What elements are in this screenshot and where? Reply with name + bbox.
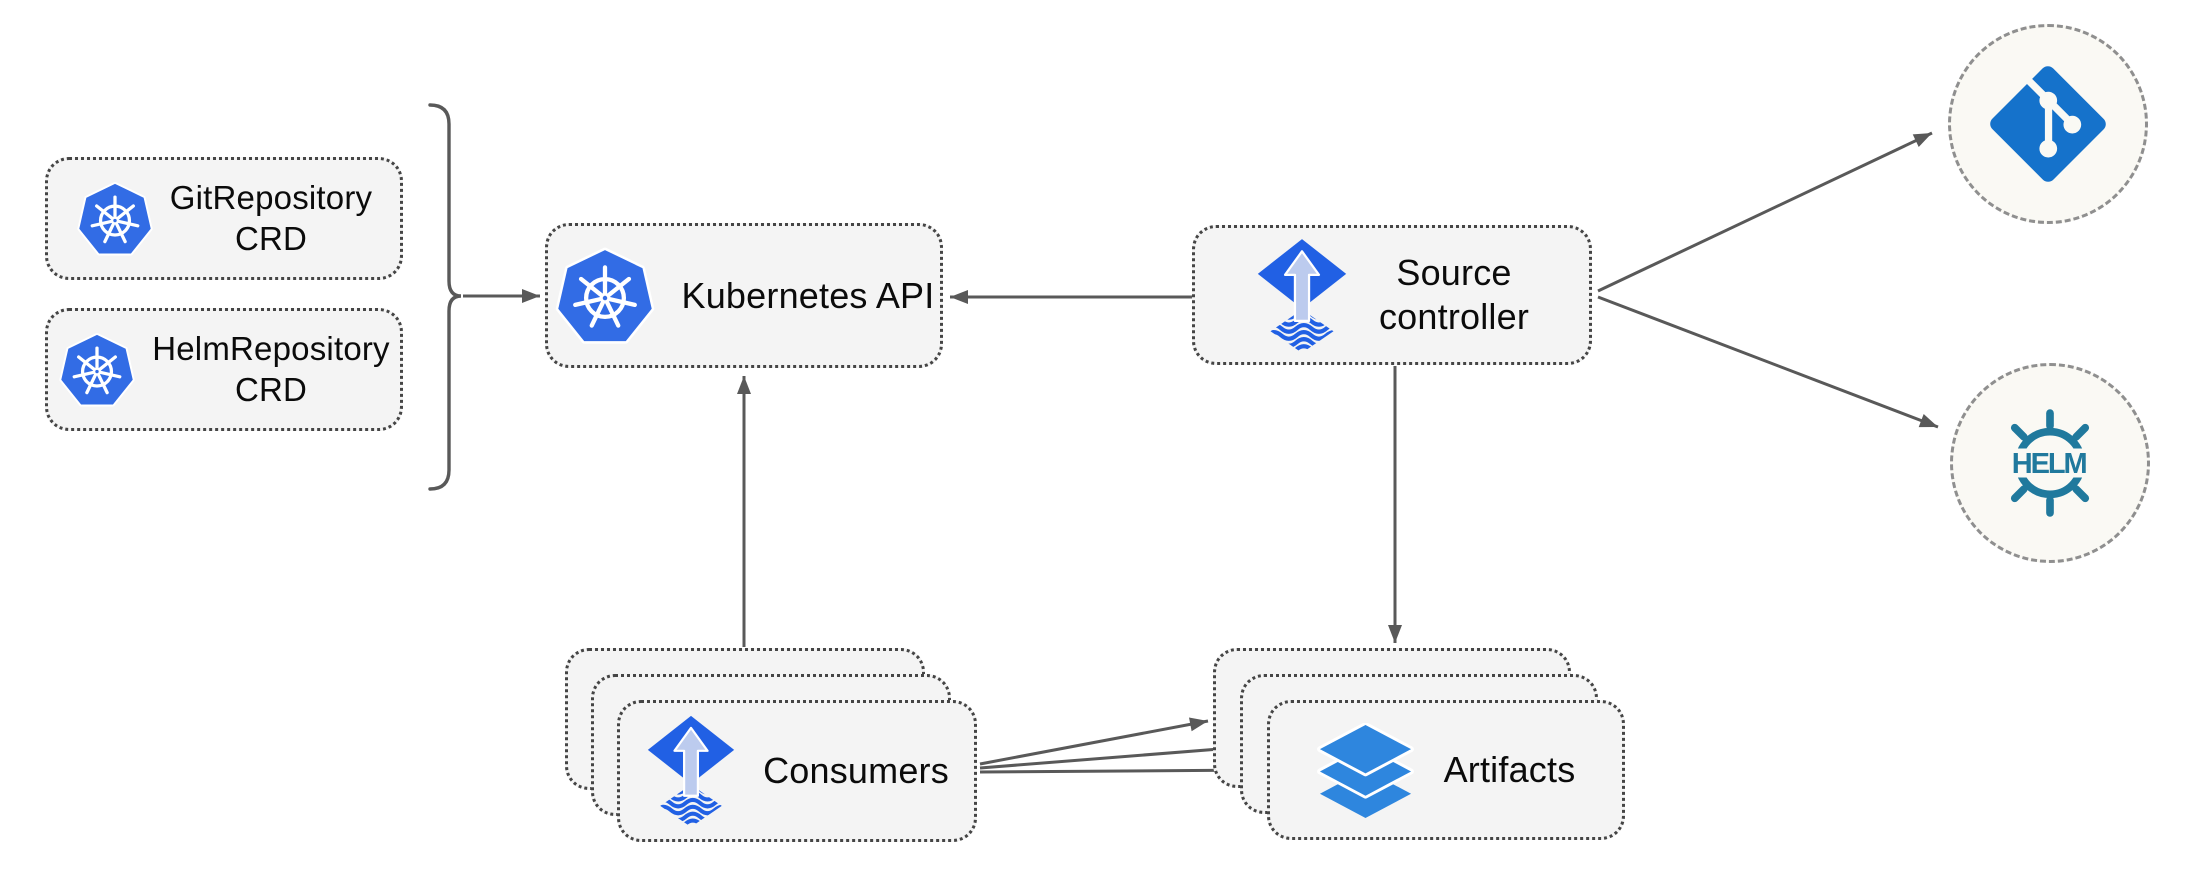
flux-icon xyxy=(645,715,737,827)
node-artifacts: Artifacts xyxy=(1267,700,1625,840)
node-label-kubernetes-api: Kubernetes API xyxy=(682,274,935,318)
helm-icon xyxy=(1992,405,2108,521)
node-source-controller: Source controller xyxy=(1192,225,1592,365)
label-line: CRD xyxy=(234,370,308,408)
node-helm-repository-crd: HelmRepository CRD xyxy=(45,308,403,431)
crd-group-brace xyxy=(428,103,462,491)
label-line: Kubernetes API xyxy=(681,274,935,316)
label-line: HelmRepository xyxy=(152,330,390,368)
node-label-git-repository-crd: GitRepository CRD xyxy=(170,178,373,259)
endpoint-helm-remote xyxy=(1950,363,2150,563)
label-line: GitRepository xyxy=(169,179,373,217)
node-label-artifacts: Artifacts xyxy=(1444,748,1576,792)
node-git-repository-crd: GitRepository CRD xyxy=(45,157,403,280)
label-line: Consumers xyxy=(763,750,949,792)
kubernetes-icon xyxy=(554,245,656,347)
edge-consumers-to-artifacts-2 xyxy=(979,742,1233,770)
kubernetes-icon xyxy=(58,331,136,409)
node-label-consumers: Consumers xyxy=(763,749,949,793)
endpoint-git-remote xyxy=(1948,24,2148,224)
node-kubernetes-api: Kubernetes API xyxy=(545,223,943,368)
edge-source-controller-to-git xyxy=(1597,131,1933,293)
node-label-source-controller: Source controller xyxy=(1379,251,1529,339)
flux-icon xyxy=(1255,238,1349,353)
kubernetes-icon xyxy=(76,180,154,258)
node-consumers: Consumers xyxy=(617,700,977,842)
label-line: Source xyxy=(1396,252,1512,294)
label-line: Artifacts xyxy=(1443,749,1576,791)
node-label-helm-repository-crd: HelmRepository CRD xyxy=(152,329,390,410)
label-line: controller xyxy=(1378,296,1530,337)
edge-source-controller-to-helm xyxy=(1597,295,1939,429)
git-icon xyxy=(1987,63,2109,185)
edge-consumers-to-artifacts-1 xyxy=(979,717,1209,766)
label-line: CRD xyxy=(234,219,308,257)
layers-icon xyxy=(1317,723,1414,818)
